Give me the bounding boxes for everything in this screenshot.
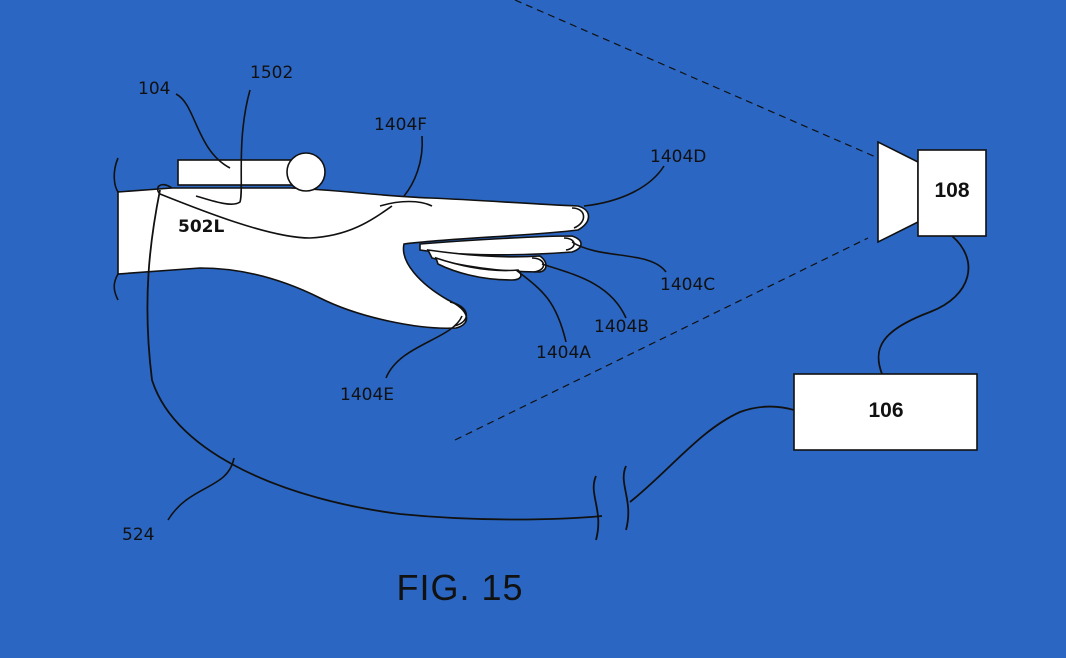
camera-lens [877, 140, 919, 244]
camera-view-line-upper [514, 0, 879, 159]
leader-1404c [571, 241, 667, 273]
hand-outline [117, 187, 590, 330]
label-502l: 502L [178, 217, 224, 237]
cable-break-left [592, 475, 600, 541]
figure-title: FIG. 15 [396, 567, 523, 608]
computer-box [793, 373, 978, 451]
label-1404e: 1404E [340, 385, 394, 405]
leader-1404f [403, 135, 424, 197]
camera-body [917, 149, 987, 237]
label-1404c: 1404C [660, 275, 715, 295]
fingernail-d [571, 207, 585, 229]
camera-view-line-lower [454, 237, 869, 441]
label-524: 524 [122, 525, 154, 545]
label-106: 106 [868, 399, 903, 422]
label-1404b: 1404B [594, 317, 649, 337]
label-104: 104 [138, 79, 170, 99]
wrist-break-bottom [113, 273, 119, 301]
label-1404f: 1404F [374, 115, 427, 135]
camera-computer-wire [877, 235, 970, 375]
sensor-strap [195, 89, 251, 205]
fingernail-e [449, 301, 468, 327]
curled-finger-a [434, 256, 522, 281]
label-108: 108 [934, 179, 969, 202]
label-1404a: 1404A [536, 343, 591, 363]
cable-break-right [622, 465, 630, 531]
leader-1404e [385, 315, 463, 379]
label-1404d: 1404D [650, 147, 706, 167]
cable-to-computer [629, 405, 795, 503]
leader-1404b [541, 263, 627, 319]
label-1502: 1502 [250, 63, 293, 83]
leader-1404d [583, 165, 665, 207]
wrist-break-top [113, 157, 119, 193]
controller-sphere [286, 152, 326, 192]
leader-104 [175, 93, 231, 169]
sensor-wire [156, 183, 393, 239]
leader-1404a [515, 269, 567, 343]
knuckle-marker-f [379, 200, 433, 207]
cable-main [146, 189, 603, 521]
leader-524 [167, 457, 235, 521]
controller-body [177, 159, 293, 186]
